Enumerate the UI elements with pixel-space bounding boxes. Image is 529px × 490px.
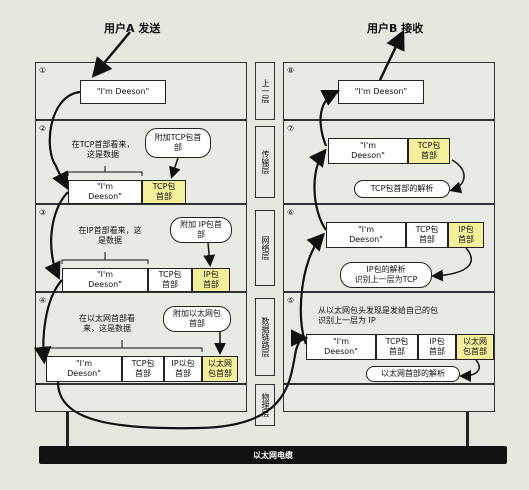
ethernet-cable: 以太网电缆 <box>39 446 507 464</box>
step-6: ⑥ <box>287 208 295 217</box>
left-s2-bubble: 附加TCP包首 部 <box>145 128 211 158</box>
layer-network: 网络层 <box>255 210 275 286</box>
right-row-phys <box>283 384 495 412</box>
step-1: ① <box>39 66 47 75</box>
step-4: ④ <box>39 296 47 305</box>
left-s1-message: "I'm Deeson" <box>80 80 166 104</box>
right-s8-message: "I'm Deeson" <box>338 80 424 104</box>
left-s4-ip-header: IP以包 首部 <box>164 356 202 382</box>
layer-transport: 传输层 <box>255 126 275 198</box>
right-s5-message: "I'm Deeson" <box>306 334 376 360</box>
right-s7-tcp-header: TCP包 首部 <box>408 138 450 164</box>
right-row-8 <box>283 62 495 120</box>
step-5: ⑤ <box>287 296 295 305</box>
step-7: ⑦ <box>287 124 295 133</box>
left-leg <box>66 412 69 446</box>
left-s2-message: "I'm Deeson" <box>68 180 142 204</box>
right-s5-tcp-header: TCP包 首部 <box>376 334 418 360</box>
right-leg <box>466 412 469 446</box>
right-s5-ip-header: IP包 首部 <box>418 334 456 360</box>
step-2: ② <box>39 124 47 133</box>
left-s4-message: "I'm Deeson" <box>46 356 122 382</box>
right-s7-message: "I'm Deeson" <box>328 138 408 164</box>
layer-upper: 上一层 <box>255 62 275 120</box>
left-s3-message: "I'm Deeson" <box>62 268 148 292</box>
right-s6-tcp-header: TCP包 首部 <box>406 222 448 248</box>
left-s3-tcp-header: TCP包 首部 <box>148 268 192 292</box>
receiver-title: 用户B 接收 <box>367 22 424 35</box>
right-s6-ip-header: IP包 首部 <box>448 222 484 248</box>
step-8: ⑧ <box>287 66 295 75</box>
left-s4-tcp-header: TCP包 首部 <box>122 356 164 382</box>
right-s5-note: 从以太网包头发现是发给自己的包 识别上一层为 IP <box>318 306 438 325</box>
left-s3-ip-header: IP包 首部 <box>192 268 230 292</box>
left-s3-note: 在IP首部看来，这 是数据 <box>78 226 142 245</box>
right-s6-message: "I'm Deeson" <box>326 222 406 248</box>
right-s5-eth-header: 以太网 包首部 <box>456 334 494 360</box>
left-s4-eth-header: 以太网 包首部 <box>202 356 238 382</box>
left-s2-tcp-header: TCP包 首部 <box>142 180 186 204</box>
left-s3-bubble: 附加 IP包首 部 <box>170 217 232 243</box>
left-s4-bubble: 附加以太网包 首部 <box>163 306 231 332</box>
left-s4-note: 在以太网首部看 来，这是数据 <box>79 314 135 333</box>
step-3: ③ <box>39 208 47 217</box>
sender-title: 用户A 发送 <box>104 22 161 35</box>
left-s2-note: 在TCP首部看来， 这是数据 <box>71 140 135 159</box>
layer-datalink: 数据链路层 <box>255 298 275 376</box>
